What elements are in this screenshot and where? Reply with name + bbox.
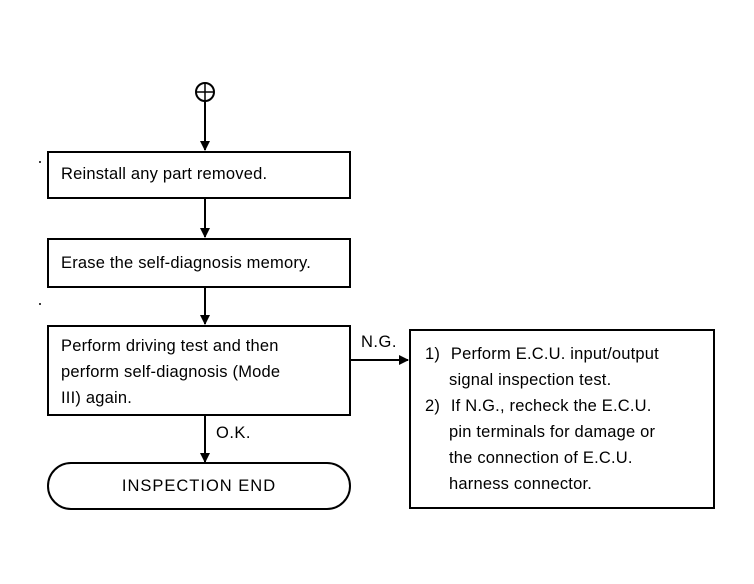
ng-action-item-2: 2) If N.G., recheck the E.C.U. pin termi… xyxy=(425,393,655,497)
ng-action-line: Perform E.C.U. input/output xyxy=(450,345,659,363)
ng-action-line: harness connector. xyxy=(449,475,593,493)
step-driving-test-line: perform self-diagnosis (Mode xyxy=(61,363,281,381)
start-connector-icon xyxy=(195,82,215,102)
ng-branch-label: N.G. xyxy=(361,333,397,351)
step-reinstall-parts-text: Reinstall any part removed. xyxy=(61,165,268,183)
ng-action-line: the connection of E.C.U. xyxy=(449,449,633,467)
step-driving-test-line: III) again. xyxy=(61,389,132,407)
ng-action-line: pin terminals for damage or xyxy=(449,423,656,441)
margin-mark xyxy=(39,161,41,163)
ng-action-line: signal inspection test. xyxy=(449,371,612,389)
ng-action-item-1: 1) Perform E.C.U. input/output signal in… xyxy=(425,341,659,393)
step-erase-memory-box: Erase the self-diagnosis memory. xyxy=(47,238,351,288)
ng-action-number: 1) xyxy=(425,345,441,363)
ok-branch-label: O.K. xyxy=(216,424,252,442)
ng-action-number: 2) xyxy=(425,397,441,415)
inspection-end-label: INSPECTION END xyxy=(121,476,277,495)
inspection-end-terminal: INSPECTION END xyxy=(47,462,351,510)
step-driving-test-text: Perform driving test and then perform se… xyxy=(61,333,280,411)
ng-actions-box: 1) Perform E.C.U. input/output signal in… xyxy=(409,329,715,509)
step-driving-test-line: Perform driving test and then xyxy=(61,337,279,355)
step-reinstall-parts-box: Reinstall any part removed. xyxy=(47,151,351,199)
step-driving-test-box: Perform driving test and then perform se… xyxy=(47,325,351,416)
margin-mark xyxy=(39,303,41,305)
ng-action-line: If N.G., recheck the E.C.U. xyxy=(450,397,652,415)
step-erase-memory-text: Erase the self-diagnosis memory. xyxy=(61,254,312,272)
